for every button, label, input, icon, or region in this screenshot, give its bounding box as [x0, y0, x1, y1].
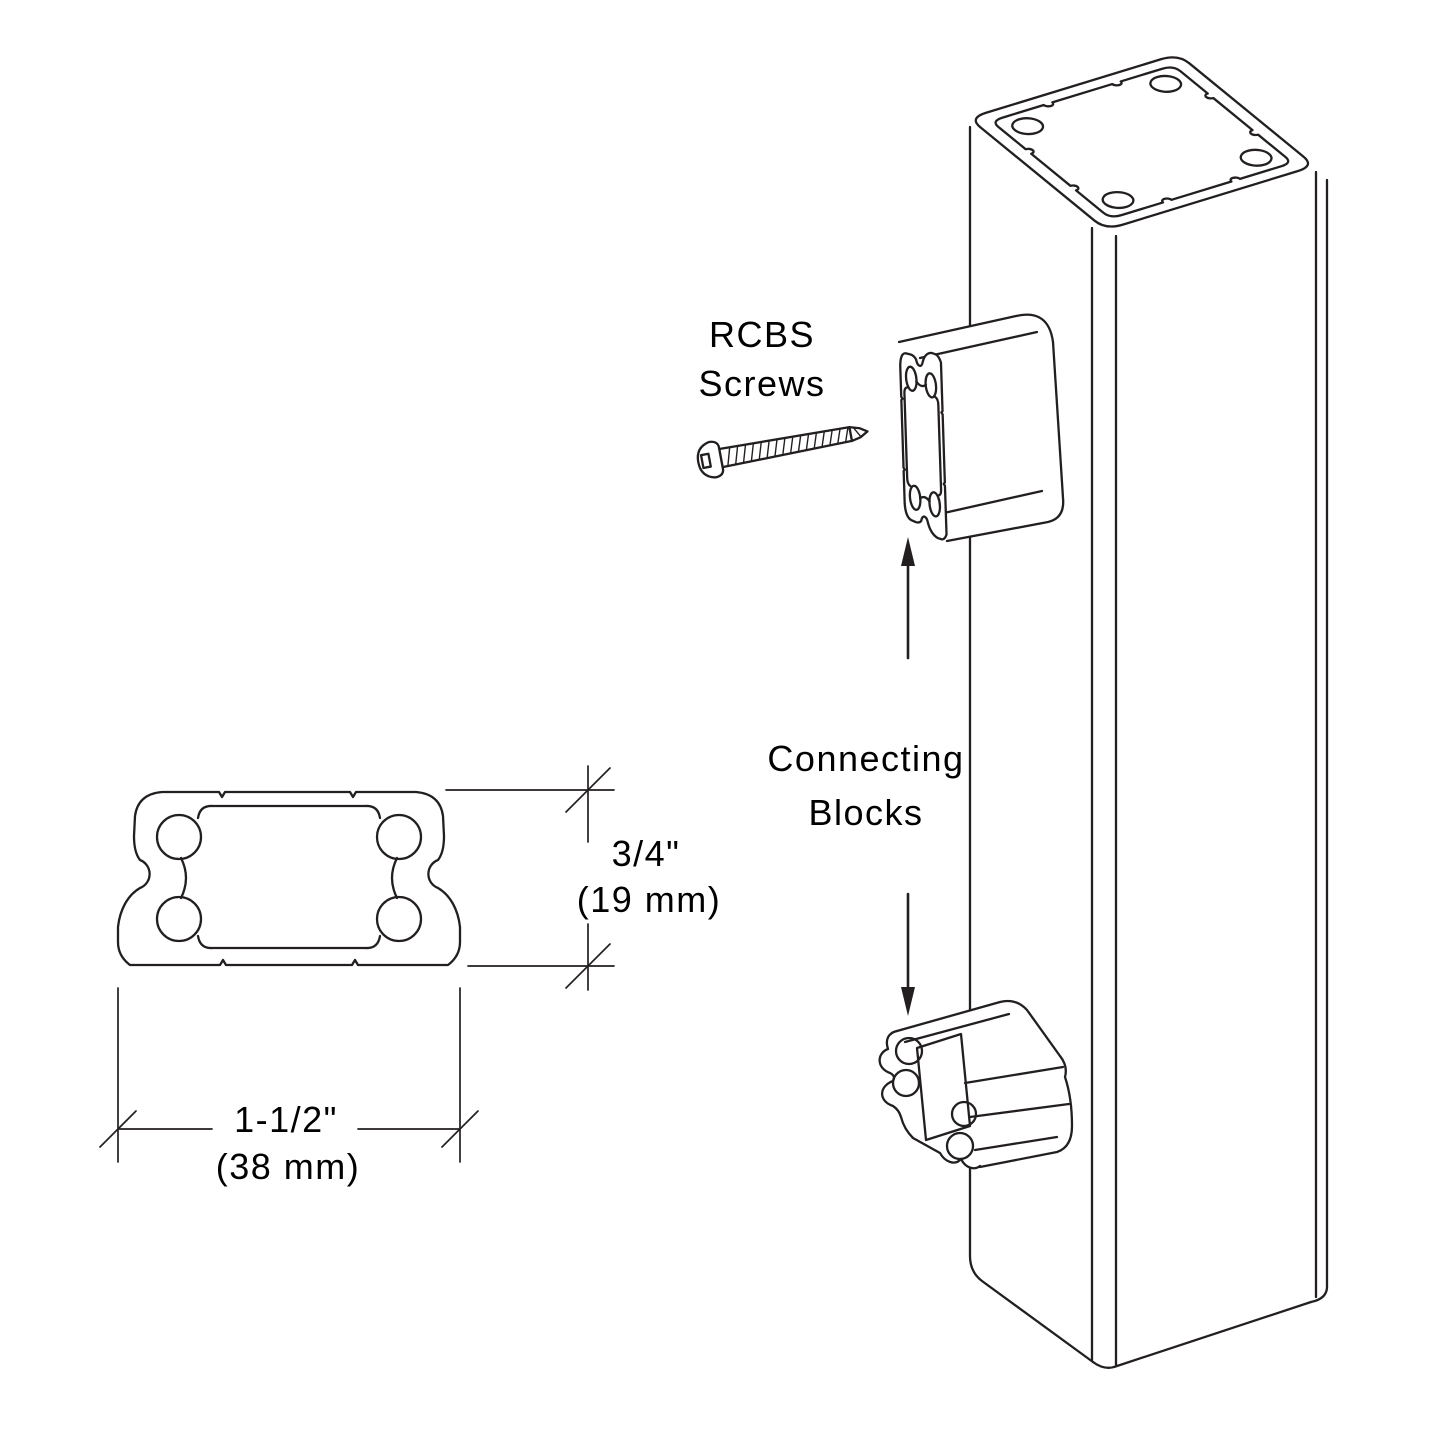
- arrow-up: [901, 537, 915, 660]
- block-lower-face-lobe: [894, 1036, 924, 1066]
- post-bottom-right-edge: [1115, 1300, 1313, 1368]
- width-dimension: 1-1/2" (38 mm): [99, 987, 479, 1187]
- screw-recess: [699, 452, 712, 470]
- height-tick-top: [565, 767, 611, 813]
- post-top-face: [969, 54, 1315, 230]
- height-dim-value: 3/4": [612, 833, 681, 874]
- block-upper-face-profile: [898, 341, 948, 542]
- height-dimension: 3/4" (19 mm): [445, 765, 722, 991]
- connecting-block-lower: [878, 999, 1074, 1170]
- height-dim-metric: (19 mm): [577, 879, 722, 920]
- height-tick-bottom: [565, 943, 611, 989]
- post-right-edge2: [1309, 178, 1329, 1304]
- block-lower-ridge-mid2: [968, 1102, 1071, 1119]
- cross-section-view: [116, 790, 462, 967]
- width-tick-left: [99, 1110, 137, 1148]
- block-lower-ridge-mid: [963, 1065, 1065, 1085]
- width-tick-right: [441, 1110, 479, 1148]
- label-rcbs-screws-line2: Screws: [698, 363, 825, 404]
- screw-threads: [727, 426, 849, 467]
- width-dim-value: 1-1/2": [234, 1099, 338, 1140]
- block-lower-face-lobe: [950, 1100, 978, 1128]
- width-dim-metric: (38 mm): [216, 1146, 361, 1187]
- post: [968, 54, 1329, 1369]
- label-connecting-blocks-line2: Blocks: [808, 792, 923, 833]
- block-lower-ridge-bottom: [973, 1135, 1059, 1152]
- label-connecting-blocks-line1: Connecting: [767, 738, 964, 779]
- post-bottom-front-corner: [1091, 1360, 1119, 1369]
- block-upper-ridge-top: [918, 330, 1039, 360]
- block-lower-ridge-top: [903, 1012, 1011, 1044]
- screw-drill-tip: [848, 426, 869, 443]
- block-lower-face-lobe: [891, 1068, 921, 1098]
- label-rcbs-screws-line1: RCBS: [709, 314, 815, 355]
- arrow-down: [901, 892, 915, 1016]
- connecting-block-upper: [897, 313, 1065, 543]
- screw: [696, 426, 869, 479]
- block-lower-face-rect: [915, 1032, 972, 1142]
- post-left-edge: [968, 125, 1095, 1364]
- block-lower-face-lobe: [945, 1131, 975, 1161]
- block-lower-face-outline: [878, 1029, 982, 1170]
